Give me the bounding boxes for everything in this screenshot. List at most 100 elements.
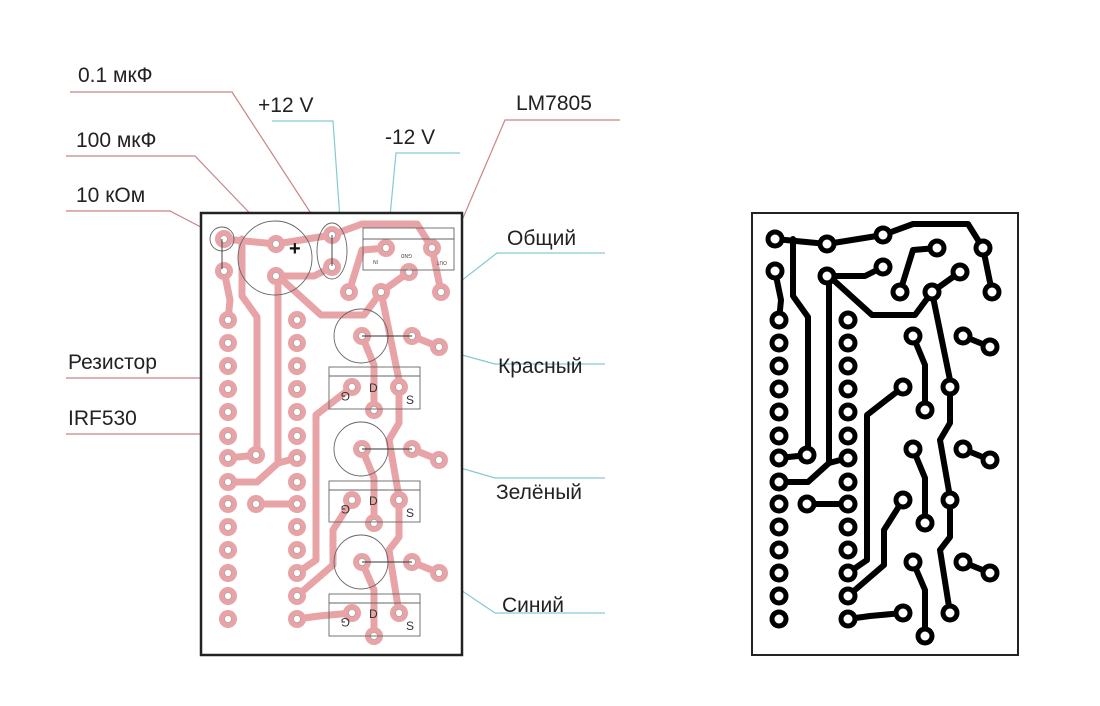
- label-10kohm: 10 кОм: [76, 184, 145, 207]
- drill-hole: [774, 361, 784, 371]
- drill-hole: [293, 478, 301, 486]
- drill-hole: [908, 331, 918, 341]
- drill-hole: [272, 272, 280, 280]
- drill-hole: [224, 478, 232, 486]
- drill-hole: [955, 267, 965, 277]
- drill-hole: [774, 591, 784, 601]
- copper-trace: [845, 497, 906, 599]
- drill-hole: [224, 569, 232, 577]
- drill-hole: [774, 499, 784, 509]
- drill-hole: [405, 268, 413, 276]
- drill-hole: [293, 592, 301, 600]
- drill-hole: [774, 568, 784, 578]
- drill-hole: [435, 569, 443, 577]
- drill-hole: [945, 495, 955, 505]
- drill-hole: [958, 331, 968, 341]
- reg-pin-in: IN: [373, 258, 378, 264]
- reg-pin-gnd: GND: [401, 252, 413, 258]
- drill-hole: [293, 615, 301, 623]
- drill-hole: [293, 316, 301, 324]
- drill-hole: [428, 244, 436, 252]
- gate-pin-label: G: [341, 389, 350, 403]
- drill-hole: [843, 499, 853, 509]
- drill-hole: [435, 343, 443, 351]
- drill-hole: [920, 405, 930, 415]
- drill-hole: [382, 244, 390, 252]
- label-100uf: 100 мкФ: [76, 129, 156, 152]
- copper-trace: [910, 559, 928, 640]
- drill-hole: [345, 288, 353, 296]
- label-red: Красный: [498, 355, 583, 378]
- drill-hole: [293, 408, 301, 416]
- drill-hole: [843, 591, 853, 601]
- copper-trace: [274, 272, 385, 319]
- drill-hole: [395, 609, 403, 617]
- drill-hole: [843, 338, 853, 348]
- drill-hole: [348, 496, 356, 504]
- source-pin-label: S: [406, 619, 414, 633]
- label-minus-12v: -12 V: [385, 126, 435, 149]
- drill-hole: [878, 230, 888, 240]
- drill-hole: [920, 518, 930, 528]
- copper-trace: [910, 333, 928, 413]
- drill-hole: [272, 240, 280, 248]
- drill-hole: [348, 609, 356, 617]
- drill-hole: [802, 499, 812, 509]
- drill-hole: [252, 451, 260, 459]
- drill-hole: [224, 523, 232, 531]
- drill-hole: [224, 339, 232, 347]
- drill-hole: [822, 239, 832, 249]
- drill-hole: [774, 522, 784, 532]
- reg-pin-out: OUT: [436, 259, 447, 265]
- drill-hole: [293, 500, 301, 508]
- drill-hole: [985, 455, 995, 465]
- irf530-red-outline: [328, 366, 421, 410]
- copper-trace: [358, 558, 378, 641]
- drain-pin-label: D: [369, 494, 378, 508]
- drill-hole: [293, 432, 301, 440]
- drill-hole: [224, 454, 232, 462]
- drill-hole: [293, 523, 301, 531]
- drill-hole: [978, 243, 988, 253]
- drill-hole: [843, 568, 853, 578]
- drill-hole: [224, 362, 232, 370]
- leader-line: [70, 91, 326, 236]
- drill-hole: [898, 608, 908, 618]
- drill-hole: [437, 288, 445, 296]
- copper-pads: [765, 225, 1002, 646]
- drill-hole: [932, 243, 942, 253]
- drill-hole: [774, 338, 784, 348]
- drill-hole: [224, 592, 232, 600]
- drill-hole: [958, 444, 968, 454]
- leader-line: [449, 119, 620, 227]
- drill-hole: [348, 383, 356, 391]
- board-outline: [199, 211, 464, 657]
- drill-hole: [774, 384, 784, 394]
- source-pin-label: S: [406, 506, 414, 520]
- drill-hole: [224, 316, 232, 324]
- drill-hole: [293, 385, 301, 393]
- drill-hole: [435, 456, 443, 464]
- leader-line: [439, 461, 605, 479]
- drill-hole: [843, 477, 853, 487]
- drill-hole: [843, 614, 853, 624]
- drill-hole: [224, 500, 232, 508]
- drill-hole: [774, 315, 784, 325]
- polarity-plus-mark: +: [289, 238, 301, 260]
- drill-hole: [843, 384, 853, 394]
- source-pin-label: S: [406, 393, 414, 407]
- drill-hole: [395, 496, 403, 504]
- drill-hole: [908, 557, 918, 567]
- label-plus-12v: +12 V: [258, 94, 313, 117]
- leader-line: [451, 252, 605, 289]
- capacitor-100uf-outline: [237, 220, 313, 296]
- drill-hole: [377, 288, 385, 296]
- drill-hole: [843, 545, 853, 555]
- copper-trace: [224, 272, 282, 486]
- label-green: Зелёный: [496, 481, 582, 504]
- label-lm7805: LM7805: [516, 92, 592, 115]
- copper-trace: [845, 384, 906, 576]
- copper-trace: [358, 445, 378, 527]
- drill-hole: [958, 557, 968, 567]
